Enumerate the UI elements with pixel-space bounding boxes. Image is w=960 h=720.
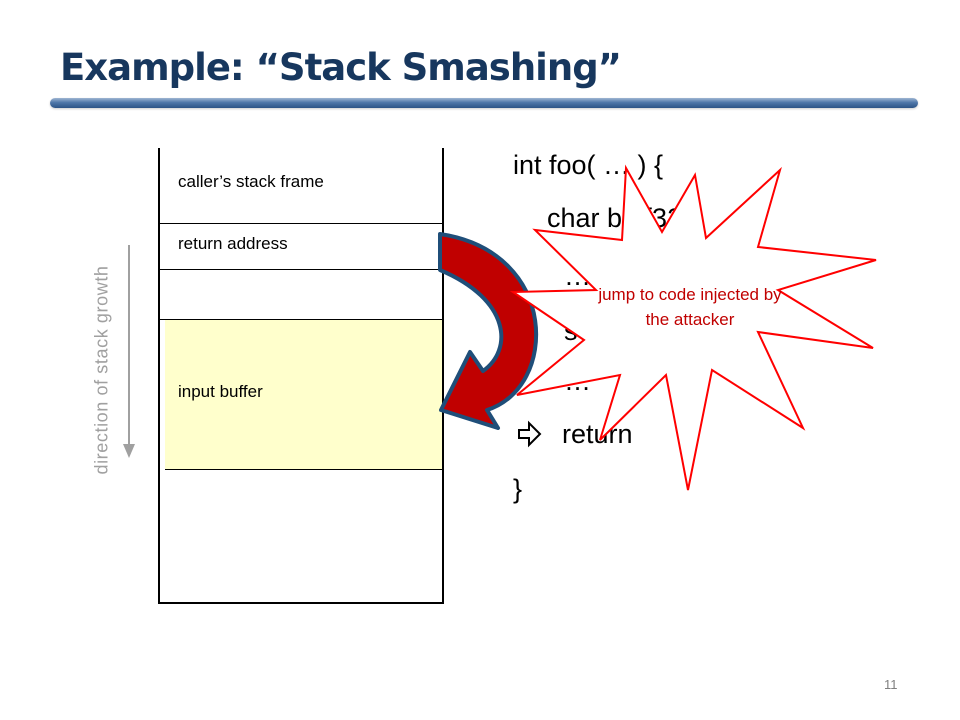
- page-number: 11: [884, 677, 898, 692]
- callers-stack-frame-label: caller’s stack frame: [178, 172, 324, 191]
- callout-text: jump to code injected by the attacker: [598, 285, 782, 329]
- code-line-7: }: [513, 474, 523, 504]
- title-underline-bar: [50, 98, 918, 108]
- slide-title: Example: “Stack Smashing”: [60, 46, 622, 89]
- input-buffer-cell: input buffer: [165, 320, 442, 470]
- stack-diagram: caller’s stack frame return address inpu…: [158, 148, 444, 604]
- code-line-1: int foo( … ) {: [513, 150, 664, 180]
- curved-red-arrow-icon: [438, 232, 539, 430]
- white-right-arrow-icon: [518, 420, 542, 448]
- code-line-6: return: [562, 419, 633, 449]
- empty-stack-cell: [160, 270, 442, 320]
- return-address-cell: return address: [160, 224, 442, 270]
- return-address-label: return address: [178, 234, 288, 253]
- input-buffer-label: input buffer: [178, 382, 263, 401]
- down-arrow-icon: [123, 245, 135, 458]
- callers-stack-frame-cell: caller’s stack frame: [160, 148, 442, 224]
- starburst-icon: [509, 164, 877, 491]
